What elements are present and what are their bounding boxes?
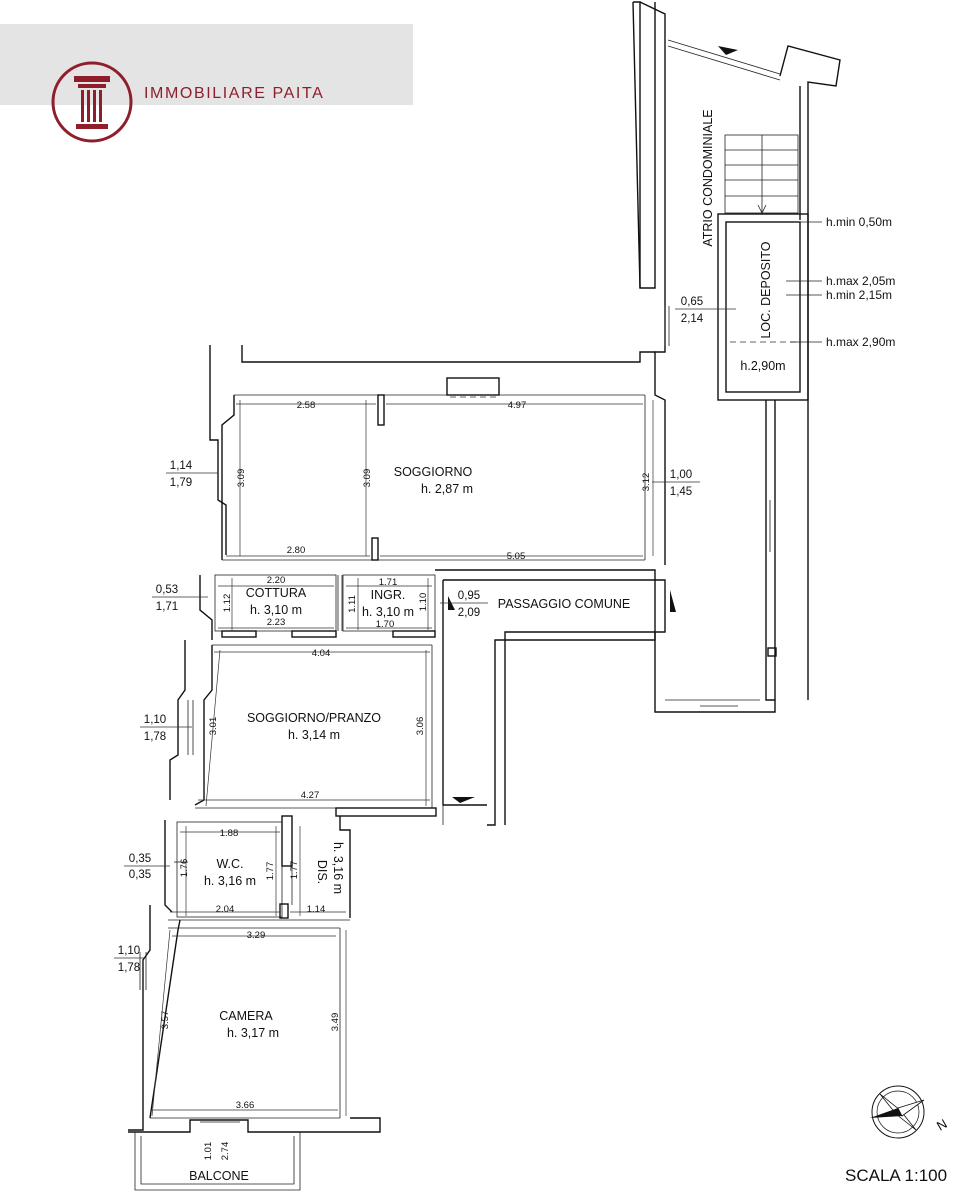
dim-sp-right: 3.06: [415, 717, 426, 736]
dim-sog-right: 3.12: [641, 473, 652, 492]
room-height-dis: h. 3,16 m: [331, 842, 345, 894]
dim-ing-left: 1.11: [347, 595, 358, 613]
dim-dis-side: 1.77: [289, 861, 300, 880]
room-name-camera: CAMERA: [219, 1009, 273, 1023]
dim-wc-top: 1.88: [220, 828, 239, 839]
brand-name: IMMOBILIARE PAITA: [144, 85, 325, 102]
window-3-bottom: 1,78: [144, 731, 166, 743]
room-name-soggiorno: SOGGIORNO: [394, 465, 473, 479]
window-4-bottom: 0,35: [129, 869, 151, 881]
passaggio-walls: [435, 569, 666, 826]
column-logo-icon: [51, 61, 133, 143]
room-name-cottura: COTTURA: [246, 586, 307, 600]
room-height-ingresso: h. 3,10 m: [362, 605, 414, 619]
dim-wc-left: 1.76: [179, 859, 190, 878]
room-height-camera: h. 3,17 m: [227, 1026, 279, 1040]
room-name-soggiorno-pranzo: SOGGIORNO/PRANZO: [247, 711, 381, 725]
dim-sp-bot: 4.27: [301, 790, 320, 801]
corridor-walls: [654, 400, 777, 713]
room-height-cottura: h. 3,10 m: [250, 603, 302, 617]
window-7-bottom: 2,14: [681, 313, 704, 325]
dim-bal-2: 2.74: [220, 1142, 231, 1161]
dim-sog-left: 3.09: [236, 469, 247, 488]
atrio-walls: [632, 1, 841, 700]
room-height-soggiorno-pranzo: h. 3,14 m: [288, 728, 340, 742]
cottura-ingresso-walls: [199, 574, 436, 640]
dim-wc-bot: 2.04: [216, 904, 235, 915]
compass-icon: [870, 1085, 925, 1139]
logo-band: [0, 24, 413, 105]
soggiorno-walls: [209, 345, 666, 565]
wc-dis-walls: [164, 815, 351, 921]
window-2-bottom: 1,71: [156, 601, 178, 613]
dim-sog-mid: 3.09: [362, 469, 373, 488]
room-name-atrio: ATRIO CONDOMINIALE: [701, 109, 715, 246]
dim-bal-1: 1.01: [203, 1142, 214, 1161]
window-8-top: 0,95: [458, 590, 480, 602]
window-5-top: 1,10: [118, 945, 140, 957]
soggiorno-pranzo-walls: [169, 640, 437, 817]
dim-sog-top-left: 2.58: [297, 400, 316, 411]
dim-sog-top-right: 4.97: [508, 400, 527, 411]
dim-cot-side: 1.12: [222, 594, 233, 613]
north-label: N: [934, 1116, 950, 1134]
window-2-top: 0,53: [156, 584, 178, 596]
scale-label: SCALA 1:100: [845, 1166, 948, 1185]
dim-wc-right: 1.77: [265, 862, 276, 881]
deposito-height-1: h.min 0,50m: [826, 215, 892, 229]
room-height-wc: h. 3,16 m: [204, 874, 256, 888]
deposito-height-3: h.min 2,15m: [826, 288, 892, 302]
room-height-soggiorno: h. 2,87 m: [421, 482, 473, 496]
dim-cam-right: 3.49: [330, 1013, 341, 1032]
dim-cot-bot: 2.23: [267, 617, 286, 628]
deposito-walls: [717, 213, 822, 401]
deposito-height-4: h.max 2,90m: [826, 335, 895, 349]
room-name-dis: DIS.: [315, 860, 329, 884]
dim-ing-right: 1.10: [418, 593, 429, 612]
dim-ing-bot: 1.70: [376, 619, 395, 630]
room-name-passaggio: PASSAGGIO COMUNE: [498, 597, 630, 611]
dim-dis-bot: 1.14: [307, 904, 326, 915]
room-height-deposito: h.2,90m: [740, 359, 785, 373]
room-name-deposito: LOC. DEPOSITO: [759, 241, 773, 338]
dimension-lines: [114, 308, 736, 1117]
dim-sp-top: 4.04: [312, 648, 331, 659]
window-1-bottom: 1,79: [170, 477, 192, 489]
room-name-wc: W.C.: [216, 857, 243, 871]
window-1-top: 1,14: [170, 460, 193, 472]
window-5-bottom: 1,78: [118, 962, 140, 974]
window-6-bottom: 1,45: [670, 486, 692, 498]
dim-sog-bot-left: 2.80: [287, 545, 306, 556]
window-7-top: 0,65: [681, 296, 703, 308]
dim-cam-bot: 3.66: [236, 1100, 255, 1111]
window-6-top: 1,00: [670, 469, 692, 481]
window-8-bottom: 2,09: [458, 607, 480, 619]
dim-ing-top: 1.71: [379, 577, 398, 588]
dim-cam-left: 3.57: [160, 1011, 171, 1030]
room-name-ingresso: INGR.: [371, 588, 406, 602]
window-3-top: 1,10: [144, 714, 166, 726]
deposito-height-2: h.max 2,05m: [826, 274, 895, 288]
dim-sp-left: 3.01: [208, 717, 219, 736]
dim-sog-bot-right: 5.05: [507, 551, 526, 562]
room-name-balcone: BALCONE: [189, 1169, 249, 1183]
dim-cam-top: 3.29: [247, 930, 266, 941]
camera-walls: [128, 905, 381, 1191]
window-4-top: 0,35: [129, 853, 151, 865]
dim-cot-top: 2.20: [267, 575, 286, 586]
